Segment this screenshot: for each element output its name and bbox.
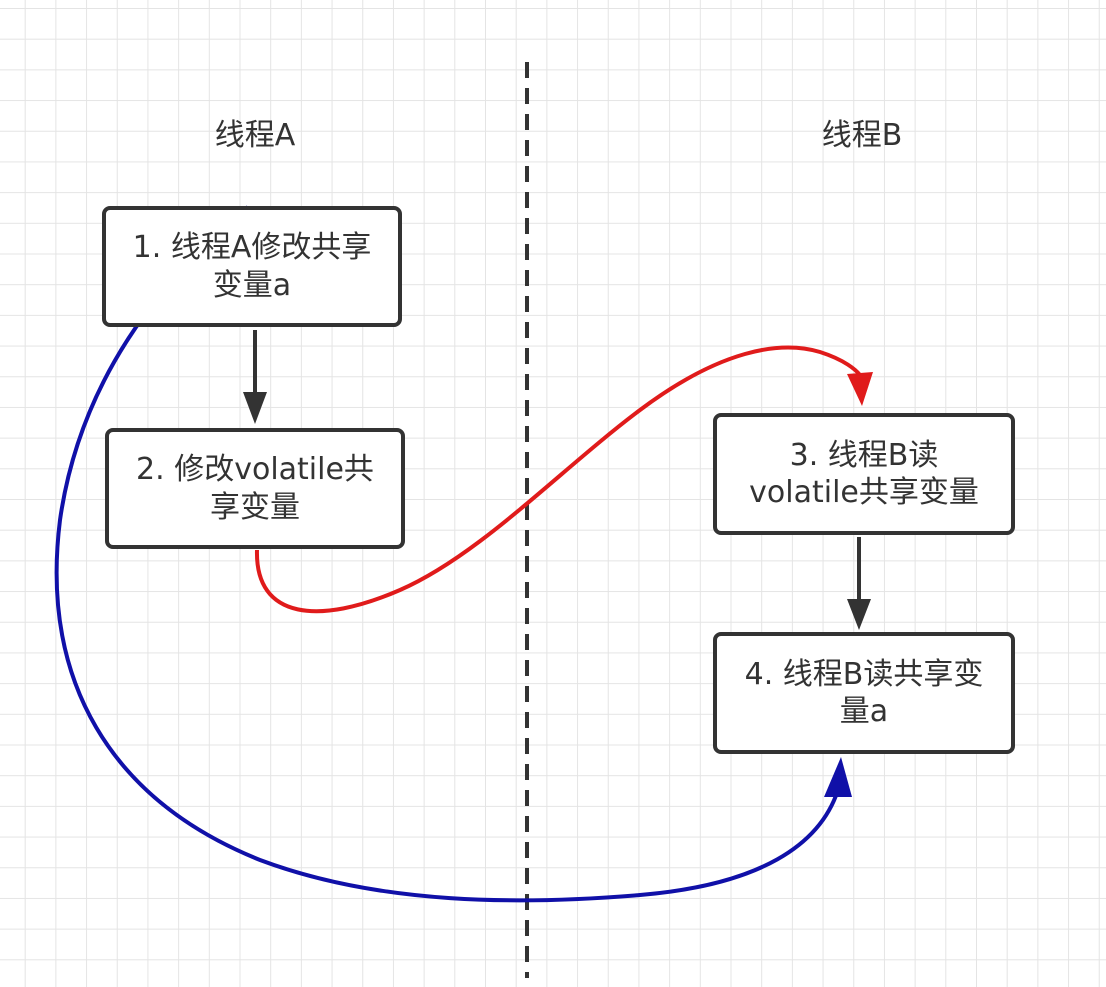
edge-n1-n2 <box>243 330 267 424</box>
edge-n2-n3 <box>254 345 873 614</box>
lane-label-thread-a: 线程A <box>214 118 296 153</box>
node-3[interactable]: 3. 线程B读volatile共享变量 <box>713 413 1015 535</box>
arrowhead-n2-n3 <box>847 372 873 406</box>
node-4[interactable]: 4. 线程B读共享变量a <box>713 632 1015 754</box>
arrowhead-n1-n2 <box>243 392 267 424</box>
edge-n1-n4 <box>54 205 852 903</box>
node-4-text: 4. 线程B读共享变量a <box>744 656 984 730</box>
lane-label-thread-b: 线程B <box>821 118 903 153</box>
arrowhead-n3-n4 <box>847 599 871 630</box>
node-1[interactable]: 1. 线程A修改共享变量a <box>102 206 402 327</box>
node-2[interactable]: 2. 修改volatile共享变量 <box>105 428 405 549</box>
edge-n3-n4 <box>847 537 871 630</box>
node-3-text: 3. 线程B读volatile共享变量 <box>749 437 979 511</box>
arrowhead-n1-n4 <box>824 757 852 797</box>
node-1-text: 1. 线程A修改共享变量a <box>132 230 372 303</box>
node-2-text: 2. 修改volatile共享变量 <box>136 452 374 525</box>
